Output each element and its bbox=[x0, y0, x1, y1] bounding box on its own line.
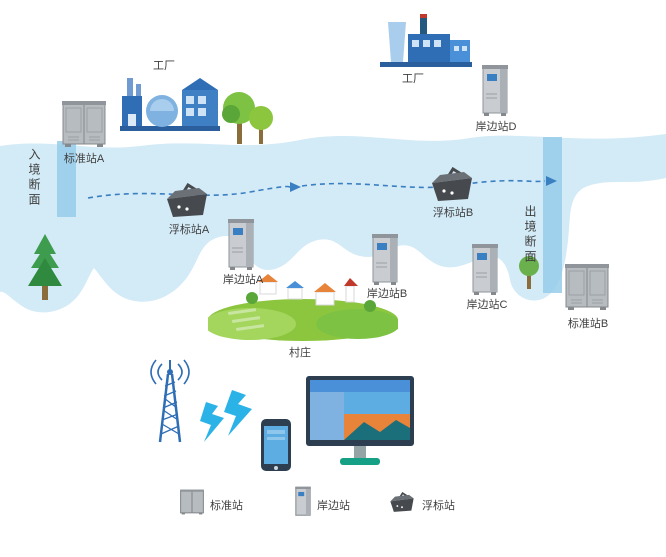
entry-section-label: 入境断面 bbox=[27, 148, 41, 208]
flow-arrow-end bbox=[546, 176, 557, 186]
trees-pair-icon bbox=[222, 82, 274, 148]
standard-station-a-label: 标准站A bbox=[63, 153, 105, 165]
shore-station-d-icon bbox=[482, 64, 508, 116]
village-icon bbox=[204, 262, 400, 344]
shore-station-c-label: 岸边站C bbox=[466, 299, 508, 311]
buoy-station-b-label: 浮标站B bbox=[432, 207, 474, 219]
standard-station-a-icon bbox=[62, 100, 106, 148]
legend-shore-station-label: 岸边站 bbox=[317, 500, 350, 512]
factory-left-label: 工厂 bbox=[153, 60, 175, 72]
buoy-station-a-label: 浮标站A bbox=[168, 224, 210, 236]
shore-station-d-label: 岸边站D bbox=[475, 121, 517, 133]
exit-section-label: 出境断面 bbox=[523, 205, 537, 265]
legend-buoy-station-icon bbox=[388, 491, 416, 513]
standard-station-b-label: 标准站B bbox=[567, 318, 609, 330]
radio-tower-icon bbox=[138, 358, 202, 446]
phone-icon bbox=[260, 418, 292, 472]
factory-left-icon bbox=[120, 70, 220, 132]
factory-right-icon bbox=[380, 10, 472, 68]
buoy-station-b-icon bbox=[428, 166, 476, 203]
factory-right-label: 工厂 bbox=[402, 73, 424, 85]
small-tree-icon bbox=[518, 253, 540, 293]
exit-section-band bbox=[543, 137, 562, 293]
village-label: 村庄 bbox=[289, 347, 311, 359]
shore-station-b-icon bbox=[372, 233, 398, 285]
legend-standard-station-icon bbox=[180, 489, 204, 515]
shore-station-b-label: 岸边站B bbox=[366, 288, 408, 300]
legend-buoy-station-label: 浮标站 bbox=[422, 500, 455, 512]
shore-station-c-icon bbox=[472, 243, 498, 295]
lightning-bolts-icon bbox=[198, 390, 270, 448]
flow-arrow-mid bbox=[290, 182, 301, 192]
legend-standard-station-label: 标准站 bbox=[210, 500, 243, 512]
shore-station-a-icon bbox=[228, 218, 254, 270]
buoy-station-a-icon bbox=[163, 182, 211, 219]
monitor-icon bbox=[306, 376, 414, 472]
standard-station-b-icon bbox=[565, 263, 609, 311]
entry-section-band bbox=[57, 141, 76, 217]
legend-shore-station-icon bbox=[295, 486, 311, 517]
pine-tree-icon bbox=[28, 232, 62, 302]
shore-station-a-label: 岸边站A bbox=[222, 274, 264, 286]
